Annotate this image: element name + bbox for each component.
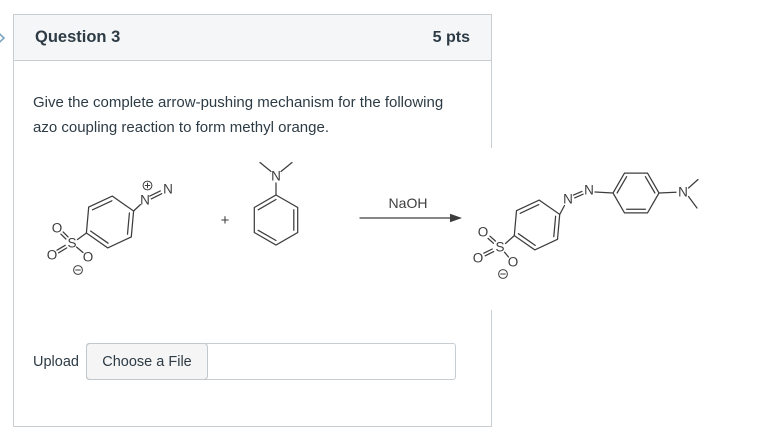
svg-text:+: + [221, 212, 230, 229]
oxygen-label: O [47, 248, 58, 263]
sulfur-label: S [495, 240, 504, 255]
collapse-question-chevron-icon[interactable] [0, 29, 9, 47]
svg-text:N: N [163, 182, 173, 197]
dimethylaniline-structure: N [253, 161, 299, 246]
sulfur-label: S [67, 236, 76, 251]
svg-text:O: O [52, 221, 63, 236]
amine-n-label: N [271, 169, 281, 184]
question-text: Give the complete arrow-pushing mechanis… [33, 94, 444, 136]
oxygen-label: O [478, 225, 489, 240]
svg-text:N: N [584, 183, 594, 198]
svg-text:N: N [140, 193, 150, 208]
svg-text:N: N [678, 185, 688, 200]
minus-charge-icon [498, 269, 508, 279]
upload-label: Upload [33, 354, 79, 370]
diazonium-n2-label: N [163, 182, 173, 197]
question-points-badge: 5 pts [432, 28, 470, 46]
svg-text:N: N [563, 192, 573, 207]
file-upload-input[interactable]: Choose a File [86, 343, 456, 380]
question-header: Question 3 5 pts [14, 15, 491, 61]
minus-charge-icon [73, 265, 83, 275]
oxygen-label: O [473, 251, 484, 266]
svg-text:O: O [508, 255, 519, 270]
reaction-scheme-image: N N S O O [30, 148, 720, 310]
plus-charge-icon [142, 180, 153, 191]
svg-text:O: O [478, 225, 489, 240]
plus-sign: + [221, 212, 230, 229]
svg-text:O: O [83, 250, 94, 265]
methyl-orange-structure: N N N S [473, 172, 699, 279]
oxygen-label: O [83, 250, 94, 265]
diazonium-salt-structure: N N S O O [47, 180, 173, 275]
reaction-arrow: NaOH [359, 195, 462, 223]
oxygen-label: O [52, 221, 63, 236]
naoh-label: NaOH [389, 195, 428, 211]
diazonium-n1-label: N [140, 193, 150, 208]
amine-n-label: N [678, 185, 688, 200]
svg-text:O: O [473, 251, 484, 266]
question-title: Question 3 [35, 28, 121, 46]
choose-file-button[interactable]: Choose a File [86, 343, 208, 380]
svg-text:O: O [47, 248, 58, 263]
azo-n2-label: N [584, 183, 594, 198]
svg-text:S: S [67, 236, 76, 251]
oxygen-label: O [508, 255, 519, 270]
svg-text:S: S [495, 240, 504, 255]
svg-text:N: N [271, 169, 281, 184]
azo-n1-label: N [563, 192, 573, 207]
